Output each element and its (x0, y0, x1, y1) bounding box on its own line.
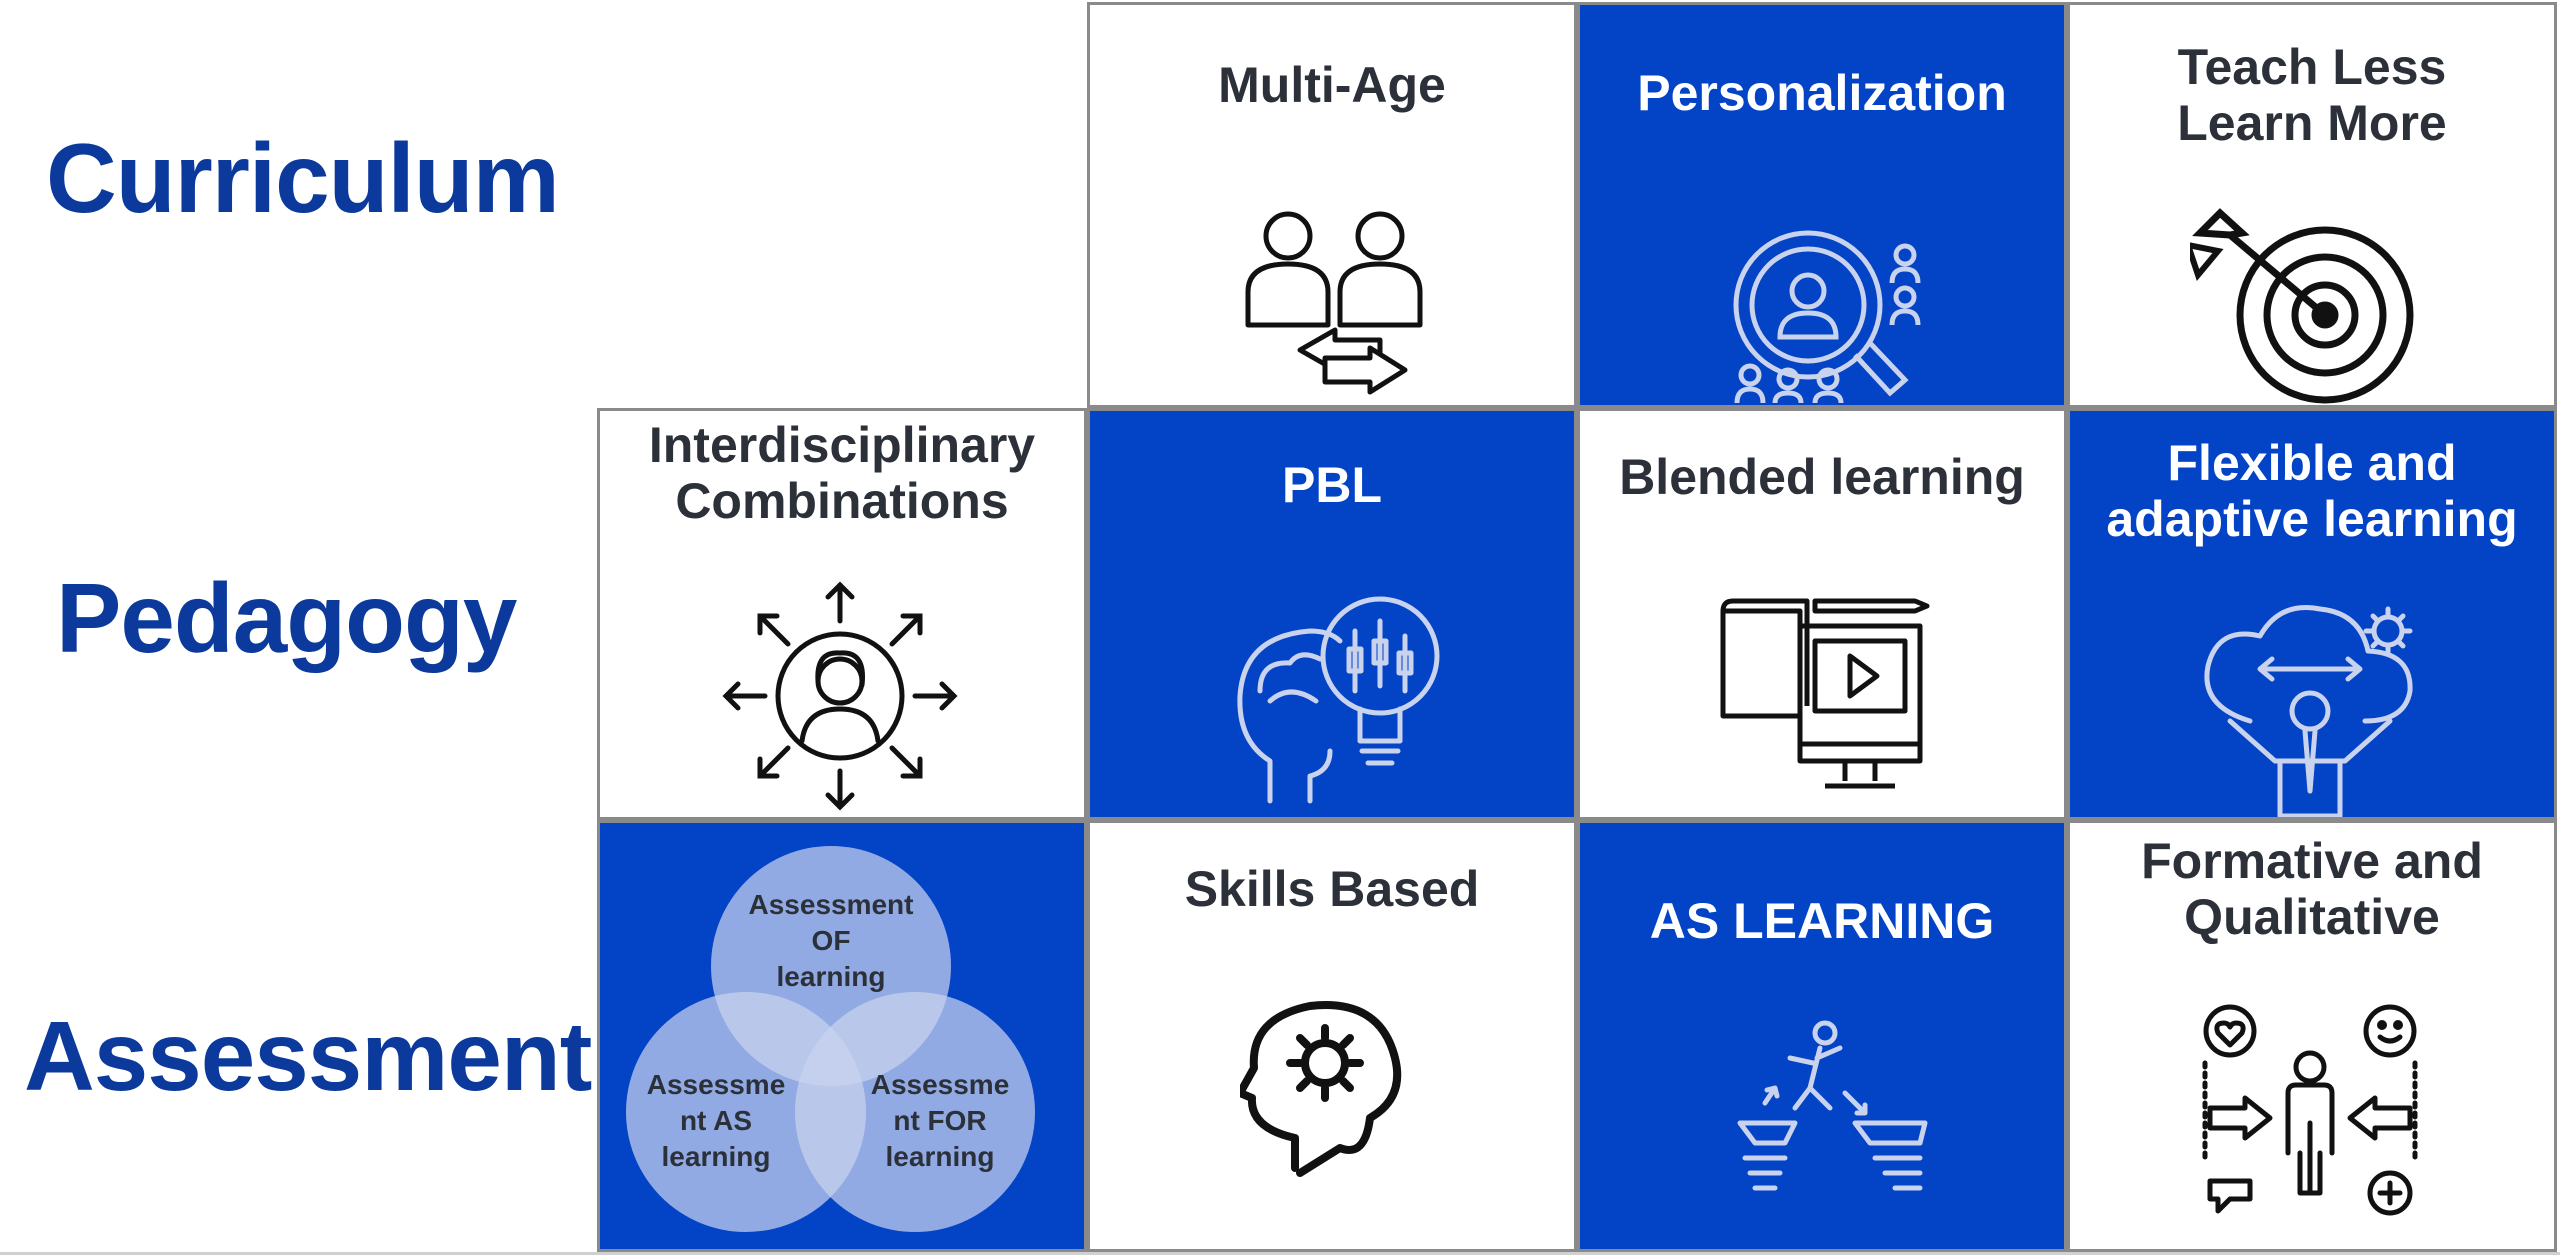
person-radiating-arrows-icon (722, 581, 958, 811)
cell-title-skills: Skills Based (1184, 861, 1480, 917)
row-label-assessment: Assessment (24, 1001, 592, 1111)
venn-circle-as (626, 992, 866, 1232)
flexible-heart-person-icon (2204, 605, 2413, 817)
cell-interdisciplinary: Interdisciplinary Combinations (597, 408, 1087, 820)
cell-skills: Skills Based (1087, 820, 1577, 1252)
cell-pbl: PBL (1087, 408, 1577, 820)
cell-title-personalization: Personalization (1637, 65, 2007, 121)
row-label-pedagogy: Pedagogy (56, 563, 517, 673)
cell-title-pbl: PBL (1282, 457, 1382, 513)
head-lightbulb-icon (1237, 596, 1440, 804)
venn-circle-for (795, 992, 1035, 1232)
cell-title-teach-less: Teach Less Learn More (2177, 39, 2447, 151)
search-person-icon (1733, 230, 1921, 404)
venn-label-for: Assessme nt FOR learning (870, 1069, 1010, 1172)
cell-personalization: Personalization (1577, 2, 2067, 408)
cell-title-formative: Formative and Qualitative (2141, 833, 2483, 945)
cell-assessment-venn: Assessment OF learning Assessme nt AS le… (597, 820, 1087, 1252)
cell-title-flexible: Flexible and adaptive learning (2106, 435, 2518, 547)
cell-flexible: Flexible and adaptive learning (2067, 408, 2557, 820)
bottom-border-line (0, 1252, 2560, 1255)
cell-blended: Blended learning (1577, 408, 2067, 820)
cell-title-as-learning: AS LEARNING (1649, 893, 1995, 949)
cell-title-multi-age: Multi-Age (1218, 57, 1446, 113)
head-gear-icon (1240, 1001, 1402, 1177)
person-feedback-icon (2202, 1004, 2418, 1216)
cell-title-blended: Blended learning (1619, 449, 2025, 505)
book-monitor-video-icon (1720, 598, 1930, 789)
target-arrow-icon (2190, 208, 2414, 404)
cell-multi-age: Multi-Age (1087, 2, 1577, 408)
climber-gap-icon (1737, 1020, 1928, 1191)
venn-label-as: Assessme nt AS learning (646, 1069, 786, 1172)
cell-as-learning: AS LEARNING (1577, 820, 2067, 1252)
venn-diagram (626, 846, 1035, 1232)
two-people-swap-icon (1245, 211, 1423, 395)
cell-teach-less: Teach Less Learn More (2067, 2, 2557, 408)
cell-title-interdisciplinary: Interdisciplinary Combinations (648, 417, 1036, 529)
cell-formative: Formative and Qualitative (2067, 820, 2557, 1252)
row-label-curriculum: Curriculum (46, 123, 560, 233)
venn-label-of: Assessment OF learning (748, 889, 914, 992)
